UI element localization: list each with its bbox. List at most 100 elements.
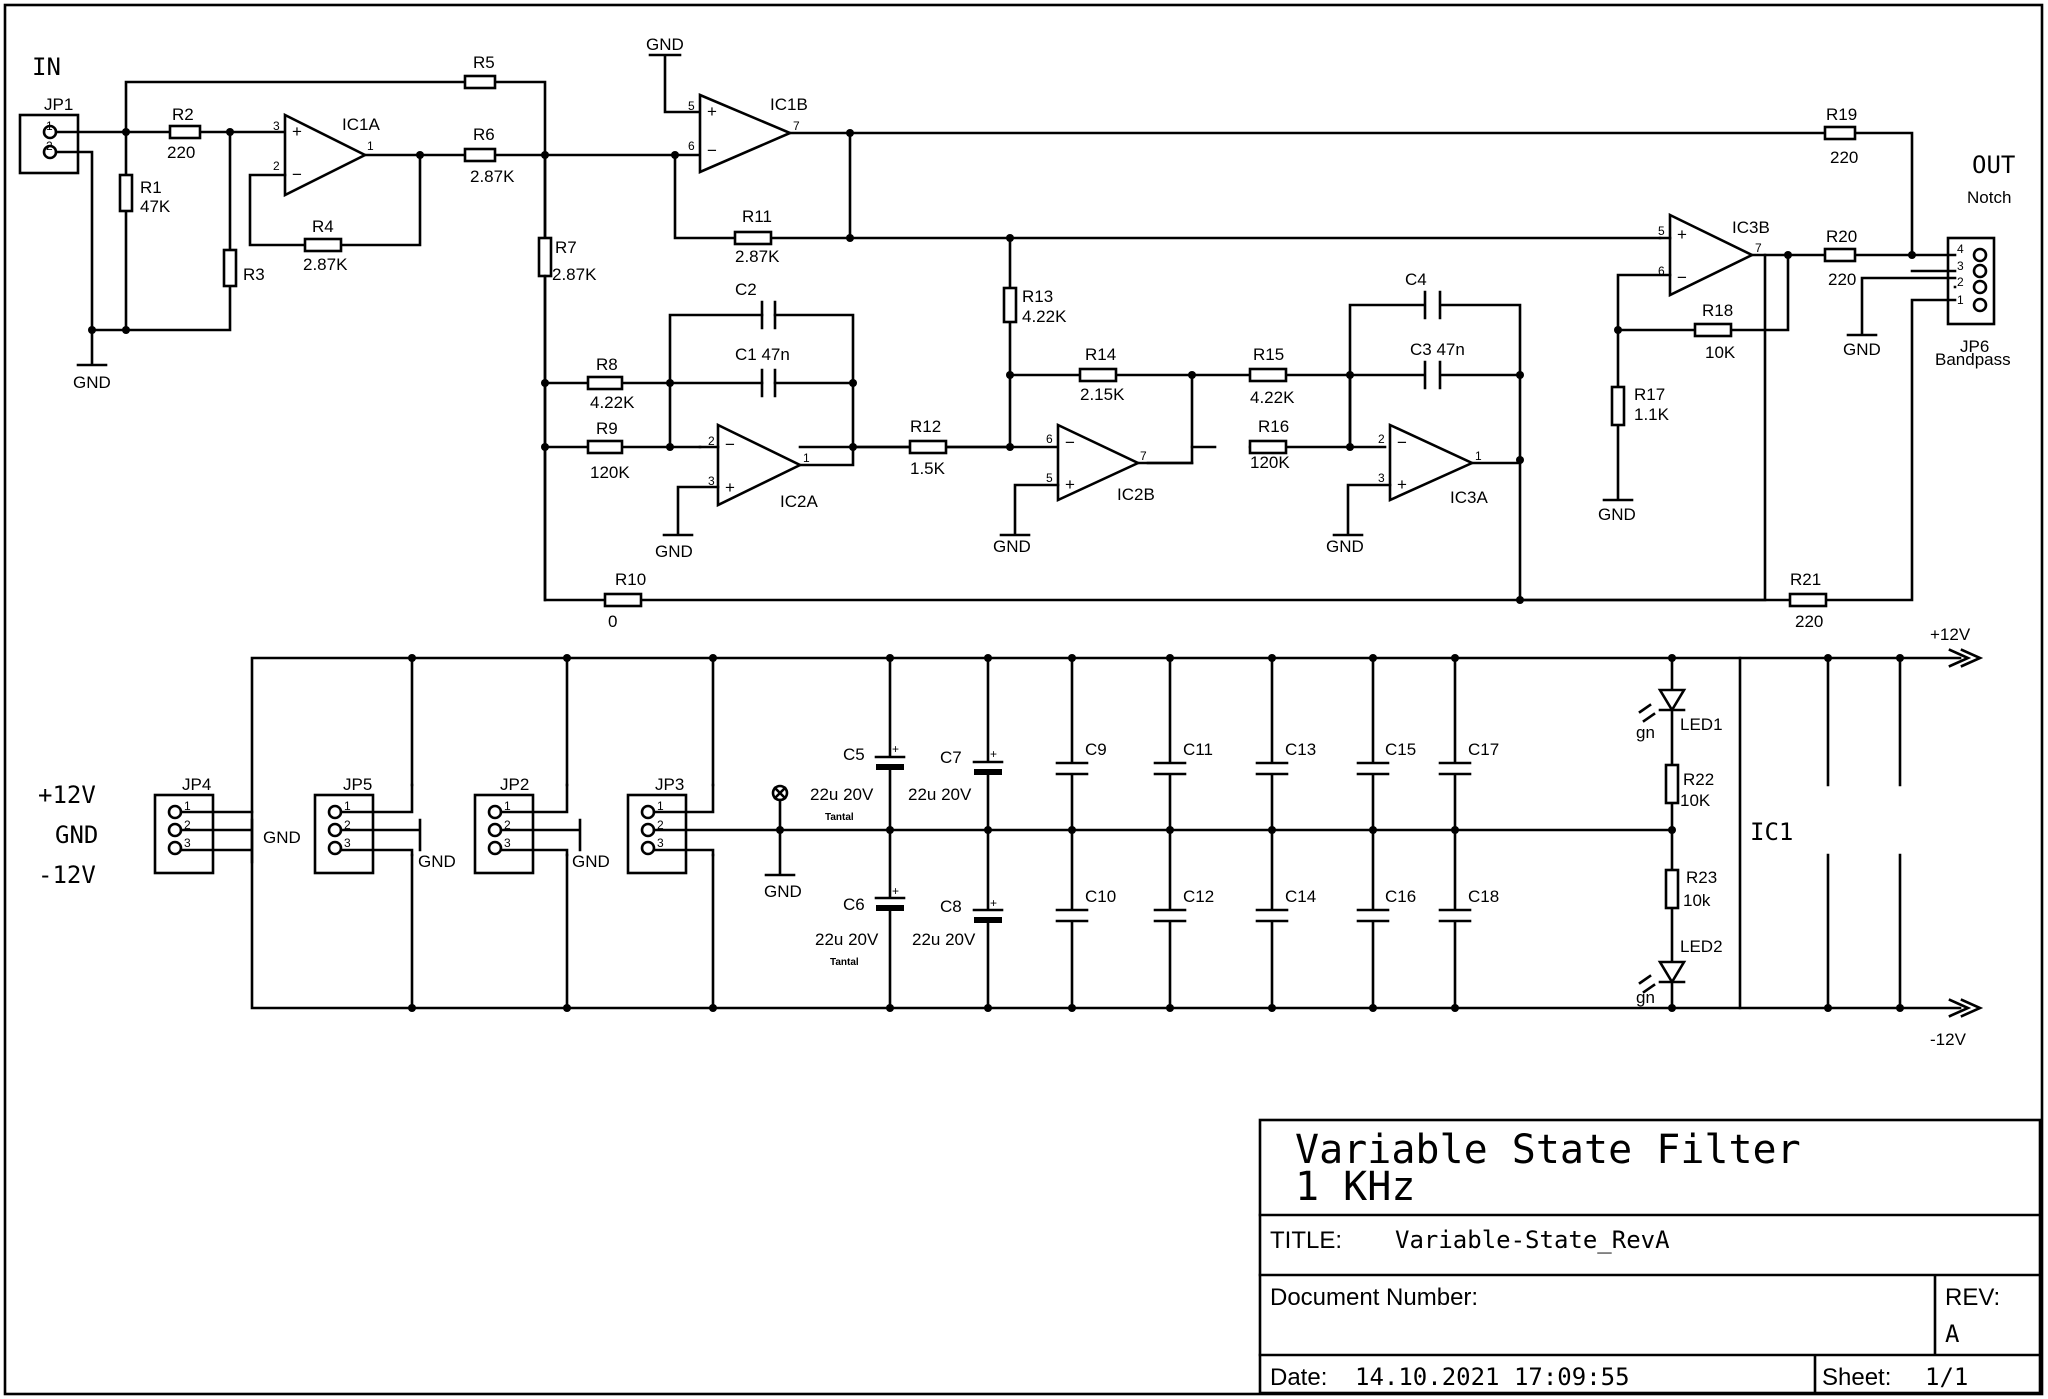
c15-label: C15 bbox=[1385, 740, 1416, 759]
r8-value: 4.22K bbox=[590, 393, 635, 412]
r4-value: 2.87K bbox=[303, 255, 348, 274]
r9-ref: R9 bbox=[596, 419, 618, 438]
r20-ref: R20 bbox=[1826, 227, 1857, 246]
svg-text:+: + bbox=[292, 122, 302, 141]
r2-value: 220 bbox=[167, 143, 195, 162]
rev-label: REV: bbox=[1945, 1284, 2000, 1311]
c14-label: C14 bbox=[1285, 887, 1316, 906]
r10-value: 0 bbox=[608, 612, 617, 631]
r21-ref: R21 bbox=[1790, 570, 1821, 589]
r18-ref: R18 bbox=[1702, 301, 1733, 320]
c8-label: C8 bbox=[940, 897, 962, 916]
gnd-label-jp6: GND bbox=[1843, 340, 1881, 359]
rev-value: A bbox=[1945, 1320, 1960, 1348]
gnd-label-supply: GND bbox=[764, 882, 802, 901]
svg-text:2: 2 bbox=[504, 818, 511, 832]
svg-text:2: 2 bbox=[708, 434, 715, 448]
r23-value: 10k bbox=[1683, 891, 1711, 910]
svg-text:+: + bbox=[892, 742, 899, 756]
doc-number-label: Document Number: bbox=[1270, 1284, 1478, 1311]
svg-text:6: 6 bbox=[688, 139, 695, 153]
c16-label: C16 bbox=[1385, 887, 1416, 906]
ic1b-label: IC1B bbox=[770, 95, 808, 114]
ic2b-label: IC2B bbox=[1117, 485, 1155, 504]
sheet-value: 1/1 bbox=[1925, 1363, 1968, 1391]
svg-text:−: − bbox=[292, 165, 302, 184]
sheet-border bbox=[3, 3, 2044, 1396]
svg-text:1: 1 bbox=[367, 139, 374, 153]
svg-text:−: − bbox=[1397, 433, 1407, 452]
c13-label: C13 bbox=[1285, 740, 1316, 759]
svg-text:−: − bbox=[707, 141, 717, 160]
jp2-label: JP2 bbox=[500, 775, 529, 794]
svg-text:2: 2 bbox=[1378, 432, 1385, 446]
r16-value: 120K bbox=[1250, 453, 1290, 472]
led1-color: gn bbox=[1636, 723, 1655, 742]
r14-value: 2.15K bbox=[1080, 385, 1125, 404]
c8-value: 22u 20V bbox=[912, 930, 976, 949]
title-value: Variable-State_RevA bbox=[1395, 1226, 1670, 1254]
svg-text:6: 6 bbox=[1046, 432, 1053, 446]
r12-value: 1.5K bbox=[910, 459, 946, 478]
jp4-label: JP4 bbox=[182, 775, 211, 794]
c18-label: C18 bbox=[1468, 887, 1499, 906]
title-block: Variable State Filter 1 KHz TITLE: Varia… bbox=[1258, 1118, 2042, 1395]
title-label: TITLE: bbox=[1270, 1227, 1342, 1254]
svg-text:3: 3 bbox=[1957, 259, 1964, 273]
svg-text:3: 3 bbox=[657, 836, 664, 850]
c6-tantal: Tantal bbox=[830, 957, 859, 968]
svg-text:−: − bbox=[1677, 268, 1687, 287]
summing-section: R13 4.22K R14 2.15K R15 4.22K − + 6 5 7 … bbox=[993, 234, 1524, 604]
svg-text:1: 1 bbox=[344, 799, 351, 813]
svg-text:1: 1 bbox=[1475, 449, 1482, 463]
r5-ref: R5 bbox=[473, 53, 495, 72]
c2-label: C2 bbox=[735, 280, 757, 299]
r22-value: 10K bbox=[1680, 791, 1711, 810]
legend-plus12: +12V bbox=[38, 781, 96, 809]
svg-text:1: 1 bbox=[1957, 293, 1964, 307]
c5-value: 22u 20V bbox=[810, 785, 874, 804]
svg-text:1: 1 bbox=[184, 799, 191, 813]
gnd-label-ic2b: GND bbox=[993, 537, 1031, 556]
r23-ref: R23 bbox=[1686, 868, 1717, 887]
bandpass-label: Bandpass bbox=[1935, 350, 2011, 369]
rail-minus12-label: -12V bbox=[1930, 1030, 1967, 1049]
c7-value: 22u 20V bbox=[908, 785, 972, 804]
svg-text:2: 2 bbox=[184, 818, 191, 832]
title-heading-1: Variable State Filter bbox=[1295, 1127, 1801, 1173]
r12-ref: R12 bbox=[910, 417, 941, 436]
svg-text:3: 3 bbox=[708, 474, 715, 488]
r15-value: 4.22K bbox=[1250, 388, 1295, 407]
gnd-label-ic3a: GND bbox=[1326, 537, 1364, 556]
svg-text:5: 5 bbox=[1658, 224, 1665, 238]
svg-text:7: 7 bbox=[1755, 241, 1762, 255]
svg-text:4: 4 bbox=[1957, 242, 1964, 256]
svg-text:2: 2 bbox=[273, 159, 280, 173]
r18-value: 10K bbox=[1705, 343, 1736, 362]
rail-plus12-label: +12V bbox=[1930, 625, 1971, 644]
r9-value: 120K bbox=[590, 463, 630, 482]
svg-text:+: + bbox=[1397, 475, 1407, 494]
svg-text:+: + bbox=[1677, 225, 1687, 244]
r1-ref: R1 bbox=[140, 178, 162, 197]
svg-text:5: 5 bbox=[1046, 471, 1053, 485]
legend-minus12: -12V bbox=[38, 861, 96, 889]
ic3a-label: IC3A bbox=[1450, 488, 1488, 507]
gnd-label-in: GND bbox=[73, 373, 111, 392]
r8-ref: R8 bbox=[596, 355, 618, 374]
date-value: 14.10.2021 17:09:55 bbox=[1355, 1363, 1630, 1391]
led2-color: gn bbox=[1636, 988, 1655, 1007]
out-label: OUT bbox=[1972, 151, 2015, 179]
r17-ref: R17 bbox=[1634, 385, 1665, 404]
date-label: Date: bbox=[1270, 1364, 1327, 1391]
r13-ref: R13 bbox=[1022, 287, 1053, 306]
r16-ref: R16 bbox=[1258, 417, 1289, 436]
in-label: IN bbox=[32, 53, 61, 81]
svg-text:3: 3 bbox=[1378, 471, 1385, 485]
c4-label: C4 bbox=[1405, 270, 1427, 289]
r11-ref: R11 bbox=[742, 207, 772, 226]
sheet-label: Sheet: bbox=[1822, 1364, 1891, 1391]
r10-ref: R10 bbox=[615, 570, 646, 589]
legend-gnd: GND bbox=[55, 821, 98, 849]
svg-text:+: + bbox=[990, 747, 997, 761]
